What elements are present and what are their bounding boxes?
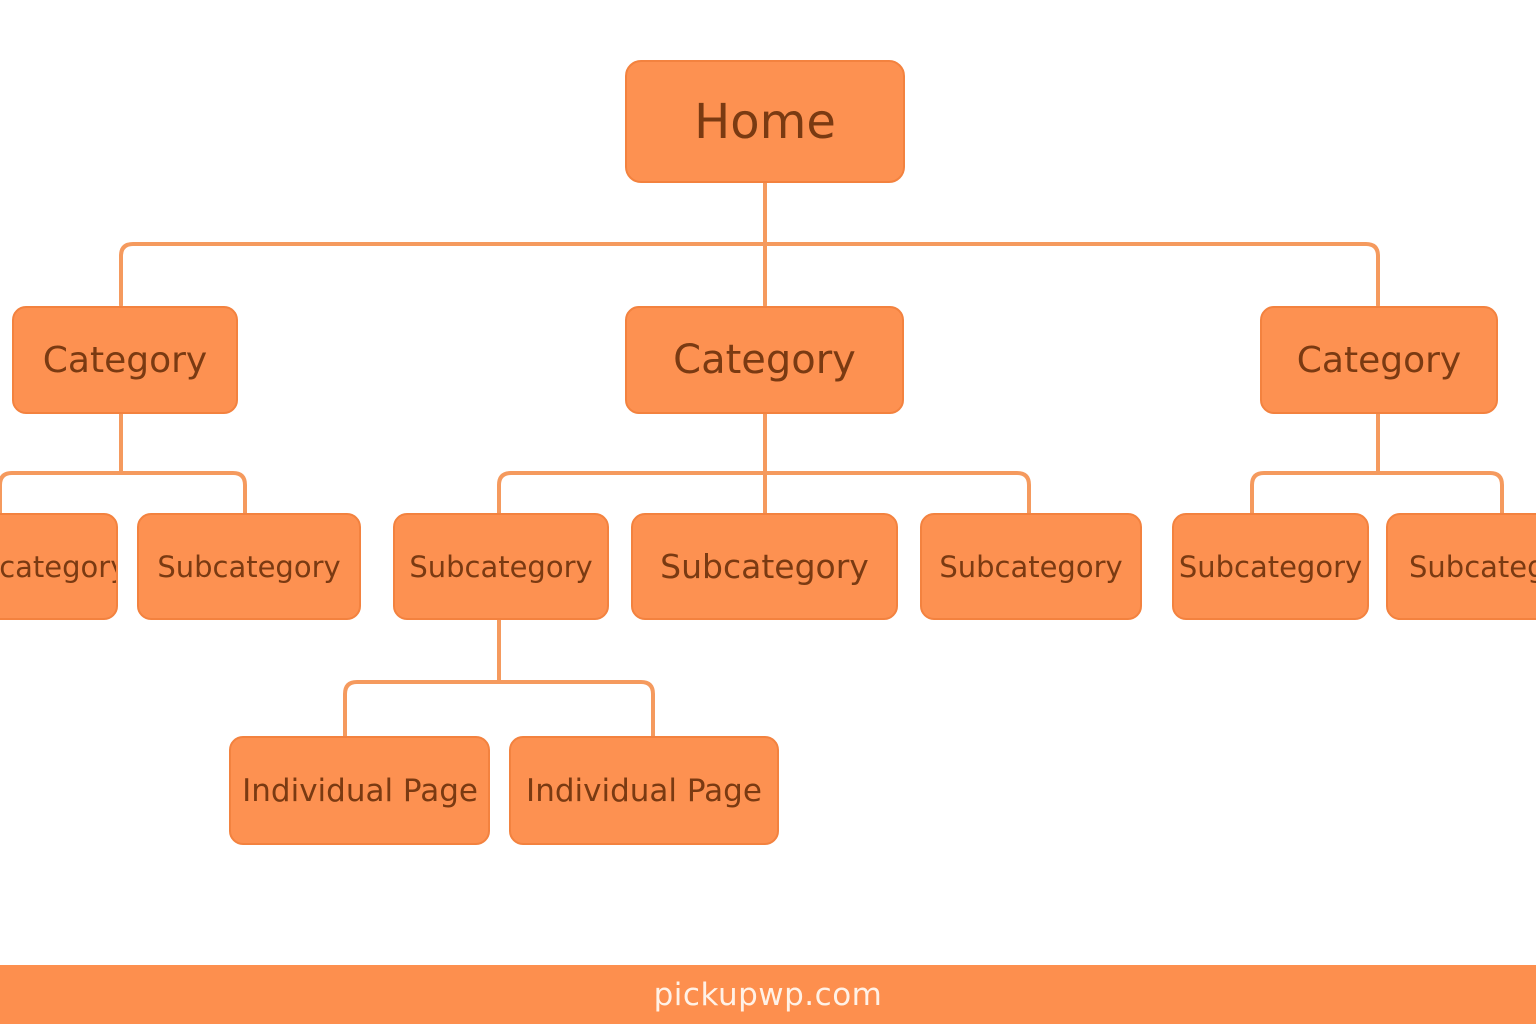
node-subcategory-3-2: Subcategory	[1386, 513, 1536, 620]
node-individual-page-2: Individual Page	[509, 736, 779, 845]
node-subcategory-3-1: Subcategory	[1172, 513, 1369, 620]
node-subcategory-2-1: Subcategory	[393, 513, 609, 620]
node-subcategory-1-1: Subcategory	[0, 513, 118, 620]
node-subcategory-1-2: Subcategory	[137, 513, 361, 620]
node-category-1: Category	[12, 306, 238, 414]
footer-site-label: pickupwp.com	[653, 976, 883, 1013]
connector-subcategory-to-pages	[343, 618, 655, 738]
connector-home-to-categories	[119, 181, 1380, 307]
node-category-3: Category	[1260, 306, 1498, 414]
node-home: Home	[625, 60, 905, 183]
node-category-2: Category	[625, 306, 904, 414]
node-subcategory-2-2: Subcategory	[631, 513, 898, 620]
footer-bar: pickupwp.com	[0, 965, 1536, 1024]
connector-category-3-to-subcategories	[1250, 412, 1504, 515]
node-individual-page-1: Individual Page	[229, 736, 490, 845]
node-subcategory-2-3: Subcategory	[920, 513, 1142, 620]
connector-category-2-to-subcategories	[497, 412, 1031, 515]
connector-category-1-to-subcategories	[0, 412, 247, 515]
